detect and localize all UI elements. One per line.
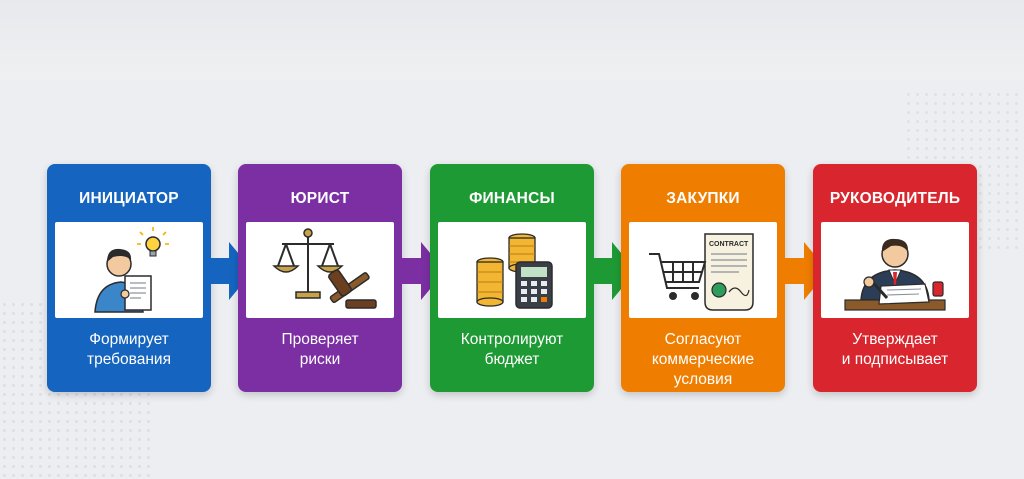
flow-arrow [782,240,828,302]
step-description: Формирует требования [87,331,171,368]
step-description: Контролируют бюджет [460,331,564,368]
manager-signing-icon [821,222,969,318]
step-title: ФИНАНСЫ [469,190,555,207]
step-title: ЮРИСТ [290,190,350,207]
cart-contract-icon: CONTRACT [629,222,777,318]
flow-arrow [399,240,445,302]
top-band [0,0,1024,80]
step-card-manager: РУКОВОДИТЕЛЬ Утверждает и подписывает [813,164,977,392]
step-card-finance: ФИНАНСЫ Контр [430,164,594,392]
step-title: ЗАКУПКИ [666,190,740,207]
step-card-procurement: ЗАКУПКИ CONTRACT Согласуют коммерческие … [621,164,785,392]
contract-label: CONTRACT [709,241,749,248]
flow-arrow [590,240,636,302]
scales-gavel-icon [246,222,394,318]
step-description: Утверждает и подписывает [841,331,949,368]
flow-arrow [207,240,253,302]
step-card-lawyer: ЮРИСТ Проверяет риски [238,164,402,392]
step-card-initiator: ИНИЦИАТОР Формирует требования [47,164,211,392]
step-title: РУКОВОДИТЕЛЬ [829,190,961,207]
step-description: Согласуют коммерческие условия [651,331,755,388]
coins-calculator-icon [438,222,586,318]
step-title: ИНИЦИАТОР [79,190,179,207]
person-document-icon [55,222,203,318]
step-description: Проверяет риски [281,331,359,368]
